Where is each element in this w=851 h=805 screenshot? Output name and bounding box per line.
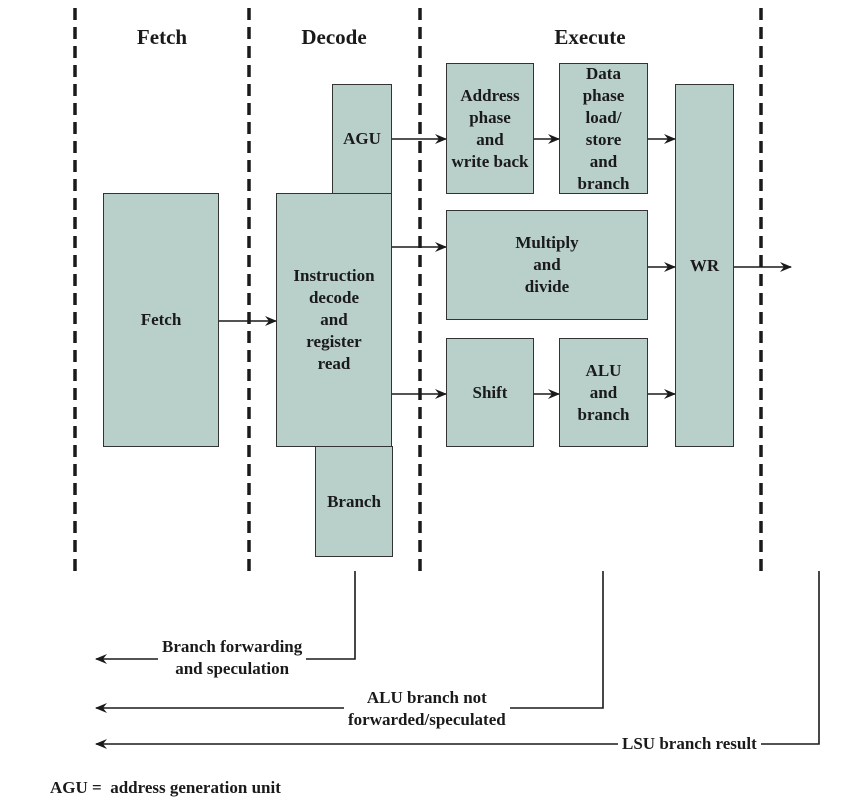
fetch-block: Fetch: [103, 193, 219, 447]
feedback-alu-branch: [95, 571, 604, 713]
alu-branch-block: ALU and branch: [559, 338, 648, 447]
multiply-divide-block: Multiply and divide: [446, 210, 648, 320]
lsu-branch-result-label: LSU branch result: [618, 733, 761, 755]
wr-block: WR: [675, 84, 734, 447]
agu-block: AGU: [332, 84, 392, 194]
branch-block: Branch: [315, 446, 393, 557]
address-phase-block: Address phase and write back: [446, 63, 534, 194]
alu-branch-not-forwarded-label: ALU branch not forwarded/speculated: [344, 687, 510, 731]
stage-title-execute: Execute: [554, 25, 626, 49]
shift-block: Shift: [446, 338, 534, 447]
data-phase-block: Data phase load/ store and branch: [559, 63, 648, 194]
branch-forwarding-label: Branch forwarding and speculation: [158, 636, 307, 680]
stage-title-decode: Decode: [301, 25, 367, 49]
feedback-lsu-result: [95, 571, 820, 749]
instruction-decode-block: Instruction decode and register read: [276, 193, 392, 447]
legend: AGU = address generation unit: [50, 778, 281, 797]
stage-title-fetch: Fetch: [136, 25, 188, 49]
